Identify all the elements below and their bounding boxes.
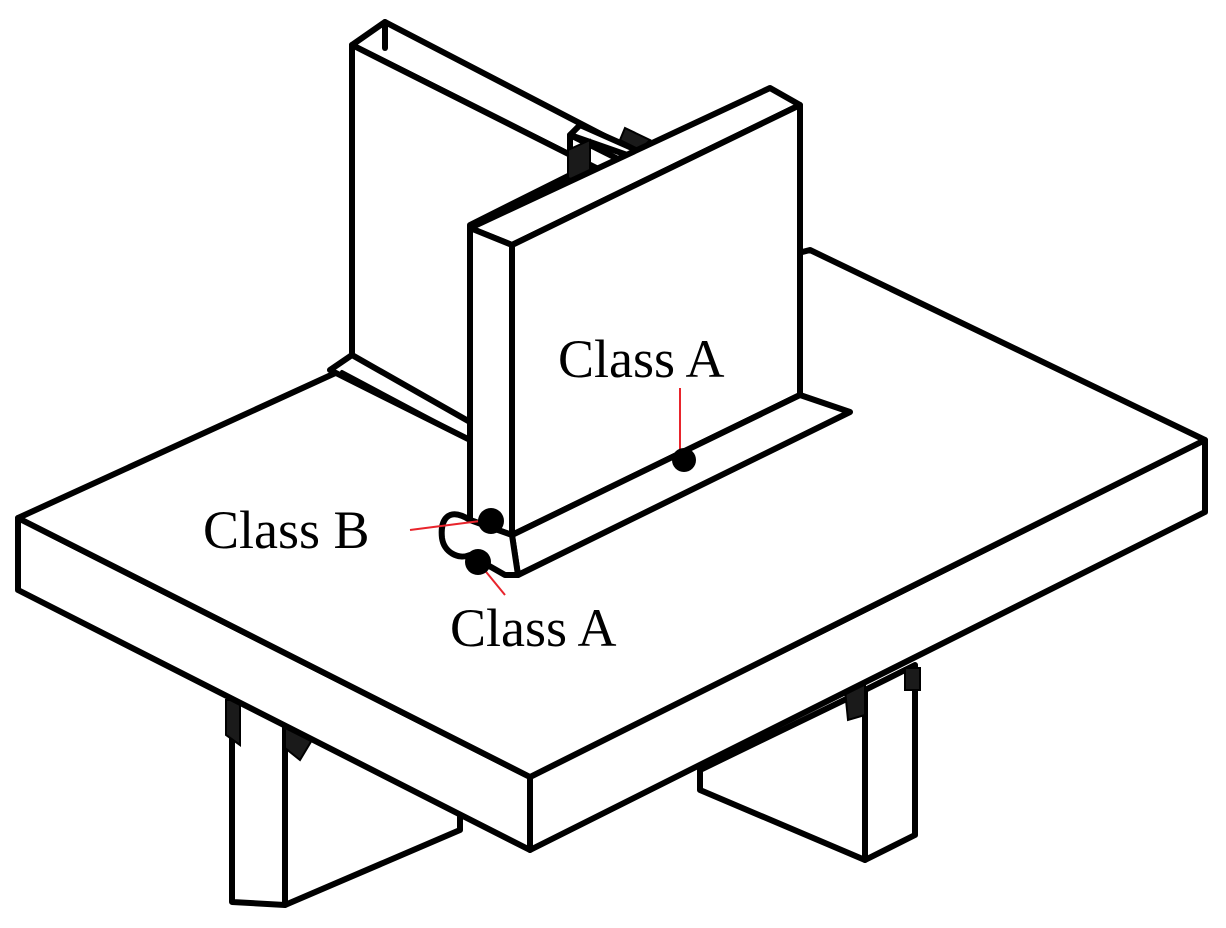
weld-point-class-a-bottom xyxy=(465,549,491,575)
front-web-plate xyxy=(438,85,853,578)
leader-class-b xyxy=(409,519,489,531)
label-class-b: Class B xyxy=(203,500,370,560)
label-class-a-top: Class A xyxy=(558,329,725,389)
lower-stiffener-right xyxy=(697,662,921,863)
label-class-a-bottom: Class A xyxy=(450,598,617,658)
weld-points xyxy=(465,448,696,575)
rear-web-plate xyxy=(327,19,673,443)
weld-point-class-b xyxy=(478,508,504,534)
weld-point-class-a-top xyxy=(672,448,696,472)
